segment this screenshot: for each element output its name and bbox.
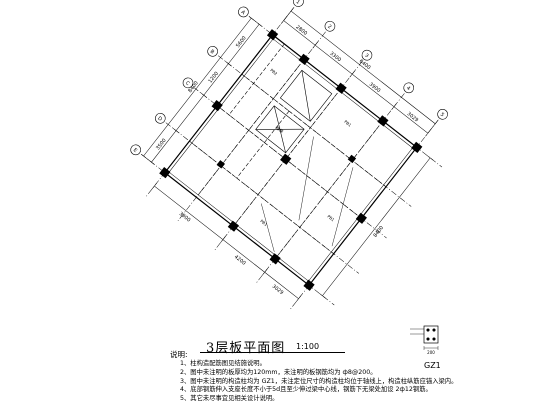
axis-lines-horizontal <box>141 16 443 306</box>
dimension-chain-right <box>319 155 434 299</box>
dim-bottom-3: 3029 <box>271 284 285 297</box>
dim-bottom-1: 3900 <box>178 211 192 224</box>
note-item: 1、柱构造配筋图见结施说明。 <box>180 360 266 367</box>
note-item: 2、图中未注明的板厚均为120mm，未注明的板钢筋均为 ф8@200。 <box>180 368 377 376</box>
dimension-chain-top <box>280 7 438 137</box>
grid-label-a: A <box>240 9 247 16</box>
stair-symbol <box>255 69 333 154</box>
grid-label-c: C <box>184 80 191 87</box>
dim-top-4: 3029 <box>406 111 420 124</box>
dim-left-2: 1200 <box>207 71 220 85</box>
grid-label-3: 3 <box>363 53 369 60</box>
note-item: 4、底部钢筋伸入支座长度不小于5d且至少伸过梁中心线，钢筋下无梁处加设 2ф12… <box>180 386 432 394</box>
note-item: 5、其它未尽事宜见相关设计说明。 <box>180 395 279 403</box>
grid-label-1: 1 <box>295 0 301 6</box>
grid-label-b: B <box>209 49 216 56</box>
grid-label-5: 5 <box>439 112 445 119</box>
grid-label-d: D <box>156 116 163 123</box>
dim-top-1: 2800 <box>294 24 308 37</box>
slab-diagonals <box>261 136 354 252</box>
gz1-dimension: 200 <box>427 350 435 355</box>
dim-left-3: 3500 <box>155 138 168 152</box>
grid-label-2: 2 <box>326 24 332 31</box>
grid-label-e: E <box>132 147 138 154</box>
dim-top-total: 6400 <box>358 58 372 71</box>
gz1-label: GZ1 <box>424 361 441 370</box>
drawing-scale: 1:100 <box>296 342 320 351</box>
dim-top-3: 3900 <box>368 81 382 94</box>
title-underline <box>200 352 345 353</box>
slab-label-2: PB1 <box>343 119 353 128</box>
stair-label: 楼梯 <box>275 124 285 134</box>
notes-block: 说明: 1、柱构造配筋图见结施说明。 2、图中未注明的板厚均为120mm，未注明… <box>170 350 490 404</box>
outer-wall-inner-line <box>168 38 413 282</box>
dim-top-2: 3300 <box>328 51 342 64</box>
interior-beams <box>189 43 387 260</box>
axis-lines-vertical <box>146 6 439 310</box>
note-item: 3、图中未注明的构造柱均为 GZ1，未注定位尺寸的构造柱均位于轴线上，构造柱纵筋… <box>180 377 458 385</box>
dim-bottom-2: 4200 <box>233 254 247 267</box>
dim-right-total: 8400 <box>372 225 385 239</box>
outer-wall <box>163 33 418 287</box>
slab-label-1: PB2 <box>269 68 279 77</box>
dimension-chain-bottom <box>151 182 302 302</box>
slab-label-3: PB1 <box>326 214 336 223</box>
dim-left-1: 5600 <box>235 35 248 49</box>
grid-label-4: 4 <box>405 85 411 92</box>
axis-bubbles <box>130 0 448 156</box>
slab-label-4: PB1 <box>259 218 269 227</box>
notes-heading: 说明: <box>170 350 188 359</box>
dimension-chain-left <box>141 16 263 165</box>
gz1-detail: 200 <box>410 325 439 355</box>
columns <box>159 29 423 291</box>
